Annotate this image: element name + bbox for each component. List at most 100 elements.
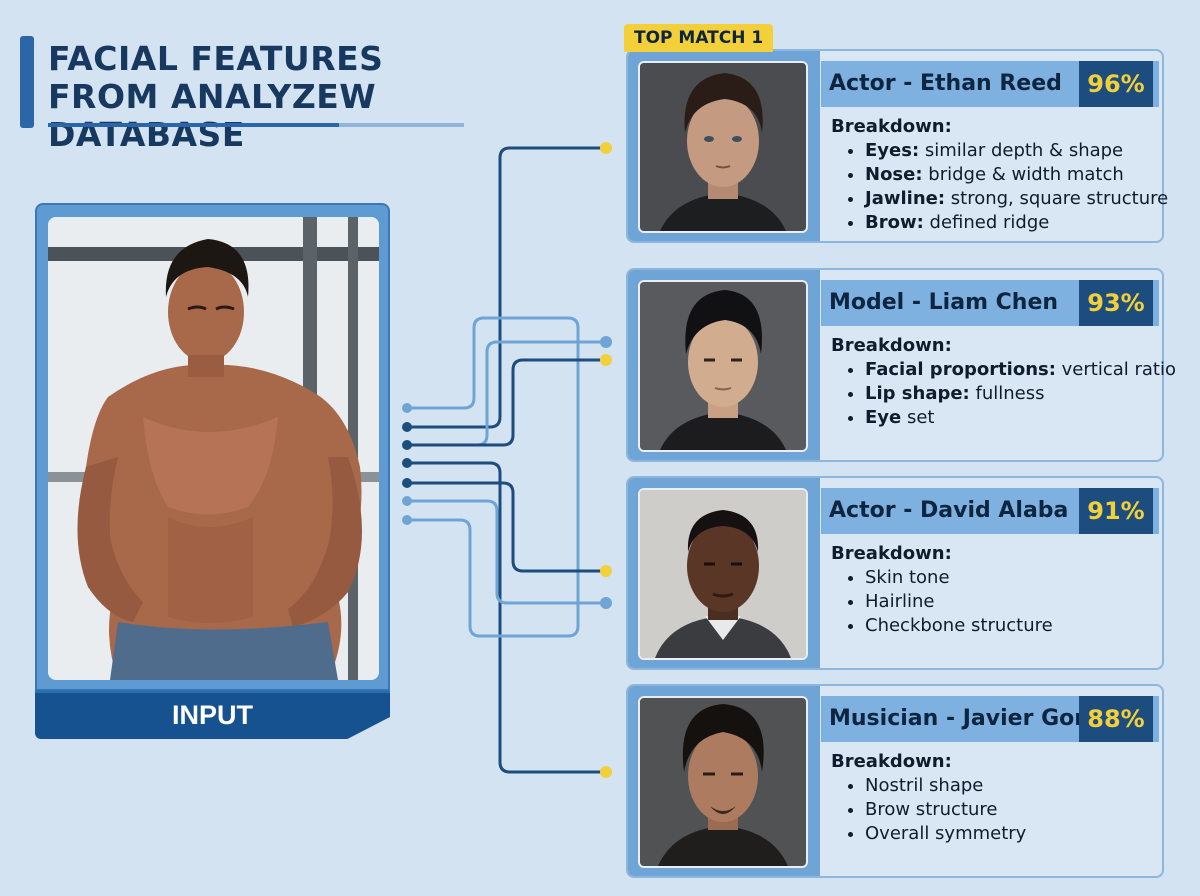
match-photo-frame [628, 270, 820, 460]
feature-list: Skin tone Hairline Checkbone structure [831, 566, 1161, 638]
feature-list: Nostril shape Brow structure Overall sym… [831, 774, 1161, 846]
connector-end-dot [600, 597, 612, 609]
feature-item: Skin tone [865, 566, 1161, 590]
connector-start-dot [402, 515, 412, 525]
connector-start-dot [402, 422, 412, 432]
page-title: FACIAL FEATURES FROM ANALYZEW DATABASE [48, 39, 384, 154]
feature-list: Facial proportions: vertical ratio Lip s… [831, 358, 1176, 430]
connector-end-dot [600, 336, 612, 348]
feature-item: Eyes: similar depth & shape [865, 139, 1161, 163]
match-photo-frame [628, 51, 820, 241]
match-photo-liam-chen [638, 280, 808, 452]
match-card-2[interactable]: Model - Liam Chen 93% Breakdown: Facial … [626, 268, 1176, 462]
input-photo [48, 217, 379, 680]
connector-start-dot [402, 496, 412, 506]
feature-list: Eyes: similar depth & shape Nose: bridge… [831, 139, 1168, 235]
feature-detail: Brow structure [865, 799, 998, 820]
connector-end-dot [600, 142, 612, 154]
match-breakdown: Breakdown: Facial proportions: vertical … [831, 334, 1176, 430]
feature-detail: Nostril shape [865, 775, 984, 796]
connector-end-dot [600, 354, 612, 366]
feature-label: Brow: [865, 212, 924, 233]
feature-detail: fullness [969, 383, 1045, 404]
match-photo-ethan-reed [638, 61, 808, 233]
match-breakdown: Breakdown: Eyes: similar depth & shape N… [831, 115, 1168, 235]
match-name-bar: Actor - Ethan Reed 96% [821, 61, 1159, 107]
match-score: 93% [1079, 280, 1153, 326]
connector-start-dot [402, 440, 412, 450]
input-label-bar: INPUT [35, 690, 390, 739]
connector-line-match-2c [407, 358, 606, 447]
match-card-1[interactable]: Actor - Ethan Reed 96% Breakdown: Eyes: … [626, 49, 1168, 243]
match-name: Actor - David Alaba [829, 498, 1069, 523]
match-score: 96% [1079, 61, 1153, 107]
feature-detail: Skin tone [865, 567, 950, 588]
feature-detail: similar depth & shape [919, 140, 1124, 161]
match-breakdown: Breakdown: Skin tone Hairline Checkbone … [831, 542, 1161, 638]
match-photo-javier-gomez [638, 696, 808, 868]
feature-detail: strong, square structure [945, 188, 1169, 209]
match-card-4[interactable]: Musician - Javier Gomez 88% Breakdown: N… [626, 684, 1164, 878]
feature-detail: vertical ratio [1055, 359, 1176, 380]
feature-item: Nose: bridge & width match [865, 163, 1161, 187]
connector-start-dots [402, 403, 412, 525]
feature-label: Jawline: [865, 188, 946, 209]
feature-label: Nose: [865, 164, 923, 185]
connector-line-match-2b [407, 340, 606, 447]
input-photo-frame [35, 203, 390, 691]
feature-item: Lip shape: fullness [865, 382, 1161, 406]
feature-label: Eye [865, 407, 902, 428]
feature-item: Jawline: strong, square structure [865, 187, 1168, 211]
breakdown-title: Breakdown: [831, 335, 952, 356]
input-card[interactable]: INPUT [35, 203, 390, 739]
connector-line-match-3b [407, 499, 606, 605]
match-photo-frame [628, 478, 820, 668]
connector-line-match-1 [407, 146, 606, 429]
feature-detail: set [901, 407, 935, 428]
connector-start-dot [402, 458, 412, 468]
feature-detail: bridge & width match [922, 164, 1124, 185]
match-name: Actor - Ethan Reed [829, 71, 1062, 96]
match-name-bar: Actor - David Alaba 91% [821, 488, 1159, 534]
feature-label: Lip shape: [865, 383, 970, 404]
match-breakdown: Breakdown: Nostril shape Brow structure … [831, 750, 1161, 846]
feature-label: Eyes: [865, 140, 920, 161]
feature-detail: defined ridge [923, 212, 1050, 233]
feature-item: Eye set [865, 406, 1161, 430]
breakdown-title: Breakdown: [831, 543, 952, 564]
connector-line-match-2a [407, 316, 580, 638]
feature-item: Facial proportions: vertical ratio [865, 358, 1176, 382]
connector-end-dots [600, 142, 612, 778]
match-card-3[interactable]: Actor - David Alaba 91% Breakdown: Skin … [626, 476, 1164, 670]
connector-line-match-3a [407, 481, 606, 573]
connector-start-dot [402, 403, 412, 413]
feature-item: Brow structure [865, 798, 1161, 822]
feature-label: Facial proportions: [865, 359, 1056, 380]
connector-start-dot [402, 478, 412, 488]
connector-end-dot [600, 565, 612, 577]
match-score: 91% [1079, 488, 1153, 534]
feature-item: Brow: defined ridge [865, 211, 1161, 235]
title-underline [48, 123, 464, 127]
feature-item: Nostril shape [865, 774, 1161, 798]
match-name: Musician - Javier Gomez [829, 706, 1125, 731]
feature-detail: Checkbone structure [865, 615, 1053, 636]
feature-detail: Hairline [865, 591, 935, 612]
feature-item: Overall symmetry [865, 822, 1161, 846]
connector-end-dot [600, 766, 612, 778]
title-accent-bar [20, 36, 34, 128]
breakdown-title: Breakdown: [831, 751, 952, 772]
top-match-badge: TOP MATCH 1 [624, 24, 774, 52]
match-photo-frame [628, 686, 820, 876]
feature-item: Checkbone structure [865, 614, 1161, 638]
breakdown-title: Breakdown: [831, 116, 952, 137]
match-name: Model - Liam Chen [829, 290, 1059, 315]
match-name-bar: Musician - Javier Gomez 88% [821, 696, 1159, 742]
match-photo-david-alaba [638, 488, 808, 660]
feature-item: Hairline [865, 590, 1161, 614]
connector-line-match-4 [407, 461, 606, 774]
match-score: 88% [1079, 696, 1153, 742]
feature-detail: Overall symmetry [865, 823, 1027, 844]
connector-paths [407, 146, 606, 774]
input-label: INPUT [172, 700, 253, 730]
